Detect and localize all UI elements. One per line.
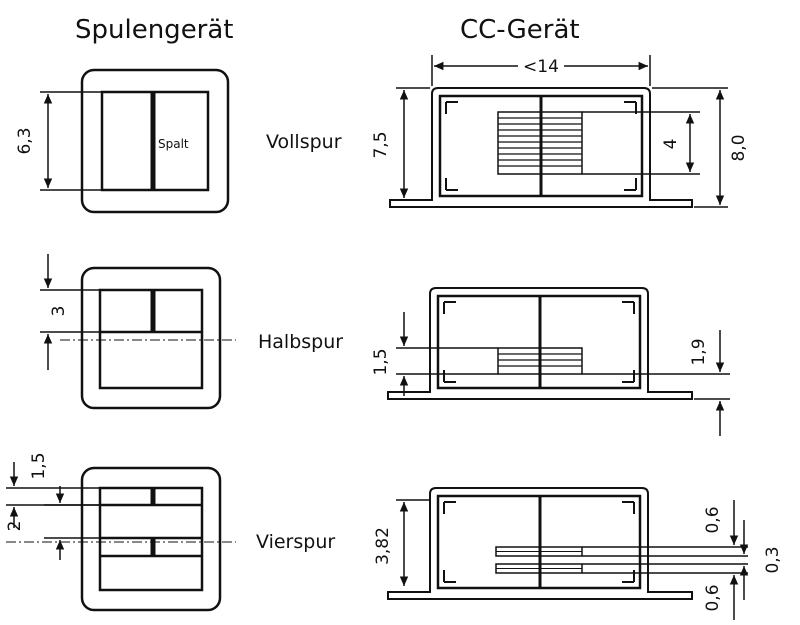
reel-head-quarter-track bbox=[80, 466, 222, 612]
half-track-stripes bbox=[497, 347, 583, 375]
cc-head-half-track bbox=[387, 287, 693, 400]
cc-head-full-track bbox=[389, 87, 693, 208]
dim-6-3 bbox=[40, 91, 102, 191]
dim-0-6-0-3 bbox=[582, 500, 749, 620]
spalt-label: Spalt bbox=[158, 137, 189, 151]
reel-head-half-track bbox=[80, 266, 222, 410]
dim-label-2: 2 bbox=[5, 521, 25, 532]
dim-2 bbox=[44, 486, 100, 560]
dim-1-5-cc bbox=[396, 312, 498, 396]
dim-label-1-5-cc: 1,5 bbox=[371, 348, 391, 375]
reel-head-full-track bbox=[80, 68, 230, 214]
dim-label-3: 3 bbox=[49, 306, 69, 317]
heading-cc-geraet: CC-Gerät bbox=[460, 15, 580, 45]
dim-3 bbox=[40, 254, 100, 370]
dim-label-0-6-top: 0,6 bbox=[703, 506, 723, 533]
dim-3-82 bbox=[396, 499, 430, 586]
label-vollspur: Vollspur bbox=[266, 131, 342, 153]
dim-label-4: 4 bbox=[661, 139, 681, 150]
dim-label-1-5-reel: 1,5 bbox=[29, 452, 49, 479]
dim-label-lt14: <14 bbox=[523, 57, 559, 77]
dim-label-3-82: 3,82 bbox=[373, 527, 393, 565]
dim-label-8-0: 8,0 bbox=[729, 134, 749, 161]
dim-label-1-9: 1,9 bbox=[689, 338, 709, 365]
dim-8-0 bbox=[652, 87, 728, 208]
dim-1-9 bbox=[582, 330, 730, 436]
full-track-stripes bbox=[497, 111, 583, 175]
quarter-track-stripes bbox=[495, 546, 583, 574]
dim-label-6-3: 6,3 bbox=[15, 127, 35, 154]
cc-head-quarter-track bbox=[387, 487, 693, 600]
label-vierspur: Vierspur bbox=[256, 531, 335, 553]
dim-4 bbox=[582, 111, 700, 175]
dim-label-7-5: 7,5 bbox=[371, 131, 391, 158]
dim-7-5 bbox=[396, 87, 430, 198]
lt14-bg bbox=[518, 56, 564, 76]
label-halbspur: Halbspur bbox=[258, 331, 343, 353]
dim-label-0-6-bottom: 0,6 bbox=[703, 584, 723, 611]
heading-spulengeraet: Spulengerät bbox=[75, 15, 234, 45]
dim-label-0-3: 0,3 bbox=[763, 546, 783, 573]
